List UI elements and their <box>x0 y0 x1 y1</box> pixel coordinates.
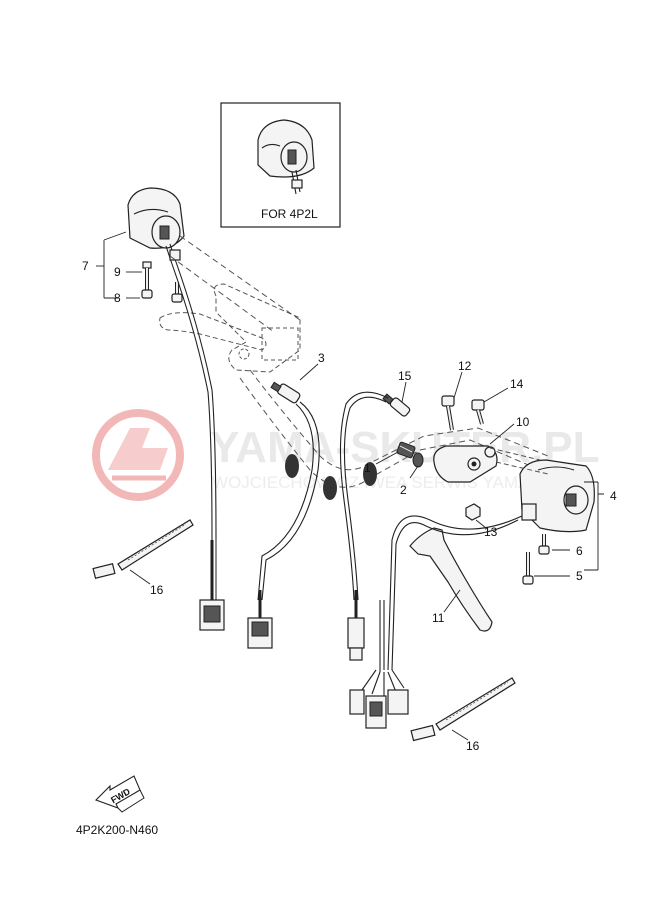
callout-10: 10 <box>516 415 530 429</box>
clutch-switch <box>270 381 301 404</box>
watermark-text-sub: WOJCIECHOWICZ IWEA SERWIS YAMAHA <box>212 473 554 492</box>
inset-switch-illustration <box>257 119 315 195</box>
cable-tie-right <box>410 677 516 742</box>
diagram-code: 4P2K200-N460 <box>76 823 158 837</box>
watermark-logo <box>92 409 184 501</box>
callout-7: 7 <box>82 259 89 273</box>
callout-16-right: 16 <box>466 739 480 753</box>
callout-11: 11 <box>432 611 445 625</box>
right-lever-holder <box>433 445 549 483</box>
callout-1: 1 <box>364 461 371 475</box>
brake-lever <box>409 527 493 632</box>
fwd-arrow: FWD <box>95 775 145 813</box>
inset-box: FOR 4P2L <box>220 102 341 228</box>
screw-5 <box>522 552 534 585</box>
left-lever-assembly <box>159 235 301 373</box>
callouts: 1 2 3 4 5 6 7 8 9 10 11 12 13 14 15 16 1… <box>82 259 617 753</box>
callout-9: 9 <box>114 265 121 279</box>
cable-tie-left <box>92 519 194 579</box>
left-switch-harness <box>171 261 225 631</box>
adjuster-1 <box>396 441 416 459</box>
left-handlebar-switch <box>127 187 185 265</box>
inset-caption: FOR 4P2L <box>261 207 318 221</box>
callout-16-left: 16 <box>150 583 164 597</box>
screw-6 <box>538 534 550 555</box>
callout-3: 3 <box>318 351 325 365</box>
callout-12: 12 <box>458 359 472 373</box>
handlebar <box>239 369 549 500</box>
callout-2: 2 <box>400 483 407 497</box>
bolt-14 <box>471 399 485 425</box>
callout-13: 13 <box>484 525 498 539</box>
clutch-switch-harness <box>247 401 320 649</box>
callout-6: 6 <box>576 544 583 558</box>
nut-2 <box>412 452 424 468</box>
brake-switch <box>382 393 411 417</box>
brake-switch-harness <box>339 391 389 661</box>
screw-9 <box>141 261 153 299</box>
right-switch-harness <box>349 515 523 729</box>
nut-13 <box>465 503 481 521</box>
callout-8: 8 <box>114 291 121 305</box>
callout-4: 4 <box>610 489 617 503</box>
screw-8 <box>171 282 183 303</box>
callout-14: 14 <box>510 377 524 391</box>
right-handlebar-switch <box>519 459 595 533</box>
callout-15: 15 <box>398 369 412 383</box>
callout-5: 5 <box>576 569 583 583</box>
bolt-12 <box>441 395 455 431</box>
leader-lines <box>96 231 604 741</box>
